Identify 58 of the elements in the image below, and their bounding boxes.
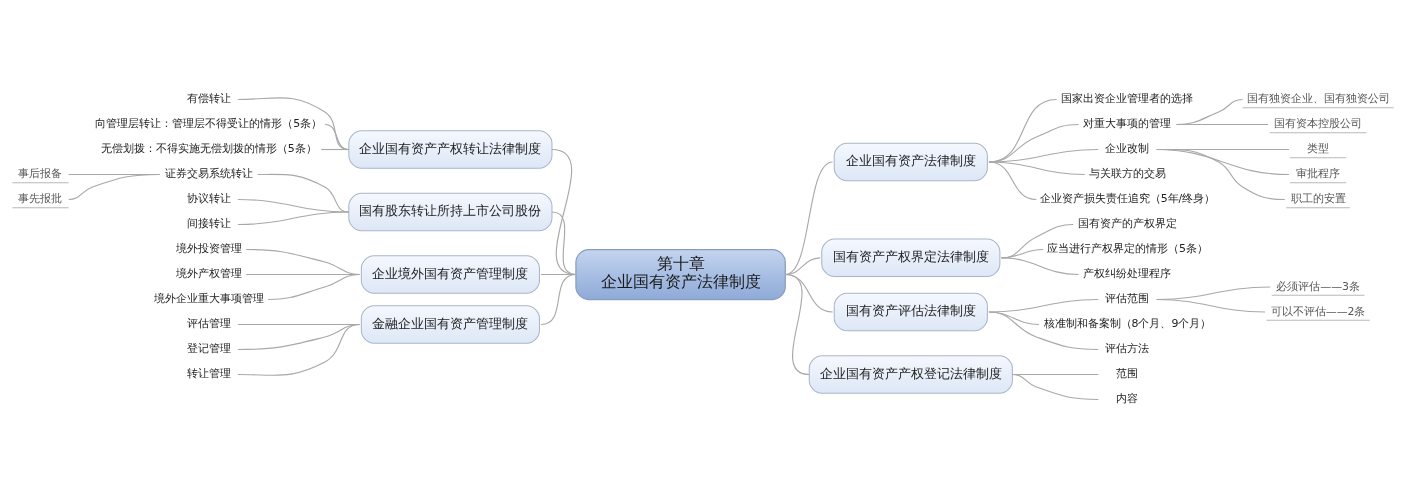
node-text: 向管理层转让：管理层不得受让的情形（5条） (95, 116, 323, 130)
node-text: 与关联方的交易 (1088, 166, 1166, 180)
node-box: 企业境外国有资产管理制度 (360, 254, 540, 294)
node-text: 范围 (1116, 366, 1139, 380)
node-text: 应当进行产权界定的情形（5条） (1047, 241, 1208, 255)
connector (237, 96, 350, 150)
node-text: 登记管理 (186, 341, 231, 355)
node-text: 有偿转让 (186, 91, 231, 105)
node-box: 第十章 企业国有资产法律制度 (575, 248, 786, 300)
connector (1175, 123, 1269, 125)
node-text: 国有资产的产权界定 (1077, 216, 1177, 230)
node-box: 国有资产评估法律制度 (833, 292, 988, 331)
connector (1156, 298, 1266, 313)
connector (320, 148, 350, 150)
node-text: 审批程序 (1296, 166, 1341, 180)
node-text: 证券交易系统转让 (164, 166, 253, 180)
node-text: 评估方法 (1105, 341, 1150, 355)
node-box: 国有股东转让所持上市公司股份 (348, 192, 553, 231)
node-text: 企业改制 (1105, 141, 1150, 155)
connector (237, 210, 350, 225)
node-text: 境外投资管理 (175, 241, 242, 255)
node-text: 产权纠纷处理程序 (1083, 266, 1172, 280)
node-text: 事后报备 (18, 166, 63, 180)
node-text: 无偿划拨：不得实施无偿划拨的情形（5条） (100, 141, 317, 155)
connector (988, 160, 1037, 200)
node-text: 国家出资企业管理者的选择 (1061, 91, 1194, 105)
node-text: 评估范围 (1105, 291, 1150, 305)
node-box: 企业国有资产法律制度 (833, 142, 988, 181)
node-text: 评估管理 (186, 316, 231, 330)
node-text: 企业资产损失责任追究（5年/终身） (1039, 191, 1216, 205)
connector (68, 173, 161, 200)
node-text: 国有独资企业、国有独资公司 (1246, 91, 1390, 105)
node-text: 可以不评估——2条 (1270, 304, 1366, 317)
node-text: 协议转让 (186, 191, 231, 205)
node-text: 职工的安置 (1290, 191, 1346, 205)
node-text: 事先报批 (18, 191, 63, 205)
node-text: 核准制和备案制（8个月、9个月） (1043, 316, 1212, 330)
node-text: 类型 (1307, 141, 1330, 155)
node-text: 必须评估——3条 (1276, 279, 1360, 292)
connector (237, 323, 361, 376)
connector (988, 310, 1099, 350)
node-text: 间接转让 (186, 216, 231, 230)
node-text: 对重大事项的管理 (1083, 116, 1172, 130)
node-box: 金融企业国有资产管理制度 (360, 304, 540, 344)
node-text: 境外企业重大事项管理 (153, 291, 264, 305)
connector (1156, 148, 1286, 200)
connector (784, 273, 810, 375)
node-text: 境外产权管理 (175, 266, 242, 280)
connector (1000, 256, 1080, 275)
node-text: 内容 (1116, 391, 1139, 405)
node-text: 国有资本控股公司 (1274, 116, 1363, 130)
node-text: 转让管理 (186, 366, 231, 380)
node-box: 国有资产产权界定法律制度 (821, 238, 1001, 277)
node-box: 企业国有资产产权转让法律制度 (348, 129, 553, 169)
connector (267, 273, 361, 300)
connector (1011, 373, 1099, 400)
node-box: 企业国有资产产权登记法律制度 (808, 354, 1013, 394)
connector (540, 273, 577, 325)
